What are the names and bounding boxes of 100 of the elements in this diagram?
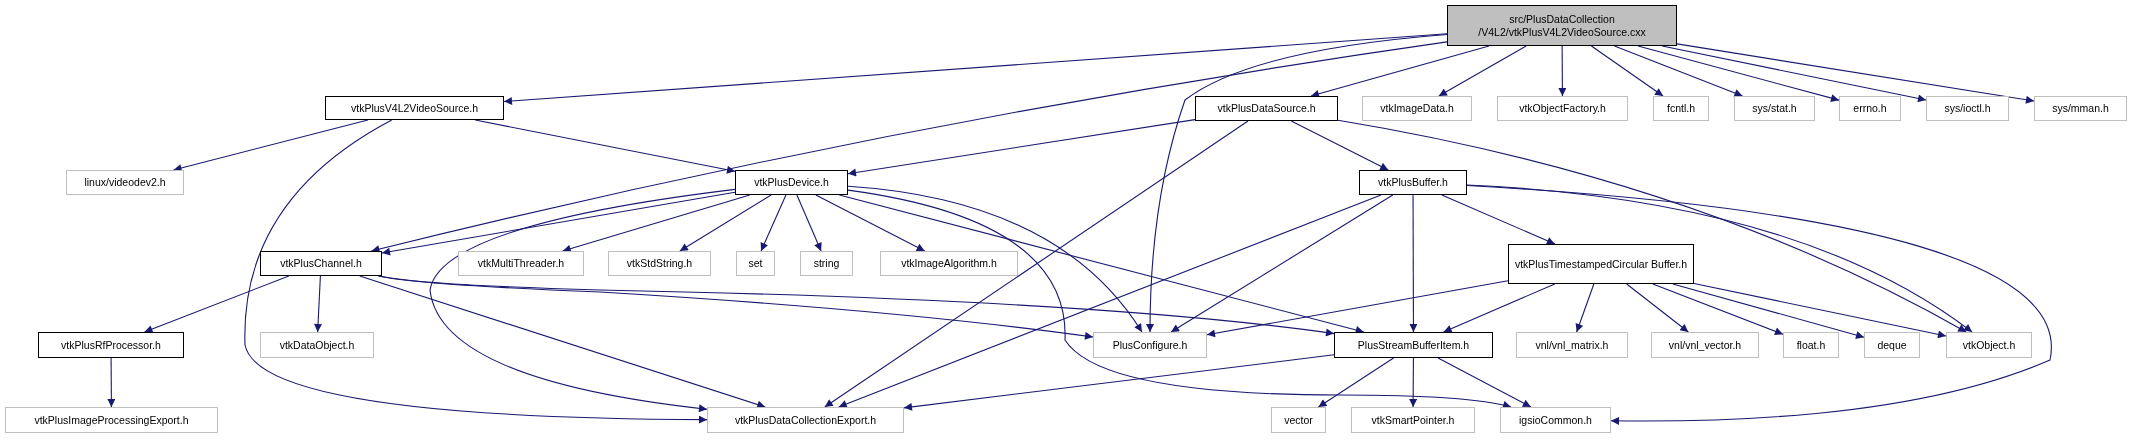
file-box <box>1926 96 2009 121</box>
file-box <box>1864 332 1920 358</box>
arrow <box>1170 194 1394 333</box>
arrow <box>562 194 751 253</box>
arrow <box>1443 283 1556 333</box>
arrow <box>1146 34 1448 333</box>
file-box <box>66 170 184 195</box>
file-box <box>260 251 382 276</box>
file-box <box>325 96 504 120</box>
file-box <box>880 251 1018 276</box>
file-name: vtkMultiThreader.h <box>477 257 565 270</box>
file-box <box>1734 96 1815 121</box>
file-name: vtkPlusImageProcessingExport.h <box>34 413 189 427</box>
file-box <box>1271 407 1326 433</box>
arrow <box>244 119 708 424</box>
file-name: sys/stat.h <box>1752 102 1797 115</box>
file-name: src/PlusDataCollection /V4L2/vtkPlusV4L2VideoSource.cxx <box>1477 12 1647 39</box>
arrow <box>1466 184 1973 333</box>
file-name: vtkPlusV4L2VideoSource.h <box>350 101 479 115</box>
file-name: vtkImageAlgorithm.h <box>901 257 997 270</box>
file-box <box>1359 170 1467 195</box>
file-box <box>5 407 218 433</box>
arrow <box>679 194 772 252</box>
arrow <box>847 185 1143 333</box>
file-name: vtkObject.h <box>1962 338 2016 352</box>
arrow <box>1626 283 1689 333</box>
arrow <box>107 357 116 408</box>
arrow <box>314 275 323 333</box>
file-box <box>1195 96 1338 121</box>
arrow <box>143 275 290 333</box>
file-box <box>1839 96 1901 121</box>
file-box <box>1500 407 1611 433</box>
file-box <box>1334 332 1493 358</box>
file-box <box>1093 332 1207 358</box>
arrow <box>847 119 1196 177</box>
file-name: vtkPlusTimestampedCircular Buffer.h <box>1514 257 1688 271</box>
arrow <box>824 120 1249 408</box>
arrow <box>1661 45 1927 103</box>
file-name: sys/ioctl.h <box>1944 102 1991 115</box>
file-box <box>1783 332 1839 358</box>
file-box <box>2034 96 2127 121</box>
arrow <box>1441 194 1556 245</box>
arrow <box>1558 45 1567 97</box>
file-box <box>458 251 584 276</box>
file-name: vtkSmartPointer.h <box>1371 413 1455 427</box>
file-name: vtkObjectFactory.h <box>1519 102 1606 115</box>
arrow <box>1637 45 1840 102</box>
file-name: igsioCommon.h <box>1519 413 1592 427</box>
file-name: linux/videodev2.h <box>84 176 166 189</box>
file-box <box>608 251 711 276</box>
file-box <box>1653 96 1709 121</box>
arrow <box>1676 43 2035 104</box>
file-name: float.h <box>1796 338 1826 352</box>
arrow <box>503 33 1448 105</box>
arrow <box>760 194 787 252</box>
arrow <box>1290 120 1389 171</box>
arrow <box>815 194 926 252</box>
arrow <box>796 194 822 252</box>
file-box <box>735 170 848 195</box>
file-name: string <box>813 257 840 270</box>
arrow <box>1672 283 1865 339</box>
file-box <box>1351 407 1475 433</box>
arrow <box>903 354 1335 411</box>
file-name: vtkPlusChannel.h <box>280 257 362 270</box>
file-box <box>736 251 775 276</box>
file-name: vtkStdString.h <box>626 257 693 270</box>
file-name: set <box>748 257 763 270</box>
arrow <box>370 41 1448 253</box>
arrow <box>429 188 736 413</box>
file-box <box>38 332 184 358</box>
arrow <box>378 275 1335 337</box>
arrow <box>1438 45 1527 97</box>
file-name: PlusStreamBufferItem.h <box>1357 338 1470 352</box>
arrow <box>1437 357 1532 408</box>
file-box <box>1362 96 1472 121</box>
arrow <box>1310 45 1490 98</box>
arrow <box>1693 282 1947 339</box>
file-box <box>1946 332 2032 358</box>
file-box <box>1508 244 1694 284</box>
arrow <box>1337 119 1967 333</box>
file-name: vnl/vnl_matrix.h <box>1535 338 1609 352</box>
file-name: vtkPlusRfProcessor.h <box>61 338 161 352</box>
arrow <box>1206 280 1509 338</box>
file-box <box>800 251 853 276</box>
file-name: deque <box>1877 338 1907 352</box>
arrow <box>381 191 736 256</box>
file-box <box>1497 96 1628 121</box>
arrow <box>1575 283 1595 333</box>
file-name: sys/mman.h <box>2052 102 2109 115</box>
file-name: PlusConfigure.h <box>1112 338 1188 352</box>
file-name: vnl/vnl_vector.h <box>1668 338 1742 352</box>
file-name: vtkPlusDevice.h <box>754 176 829 189</box>
file-box <box>260 332 374 358</box>
file-box <box>707 407 904 433</box>
file-box <box>1447 5 1677 46</box>
arrow <box>1613 45 1744 97</box>
arrow <box>847 189 1512 409</box>
file-name: vector <box>1284 413 1313 427</box>
file-name: vtkImageData.h <box>1380 102 1454 115</box>
file-name: fcntl.h <box>1667 102 1695 115</box>
